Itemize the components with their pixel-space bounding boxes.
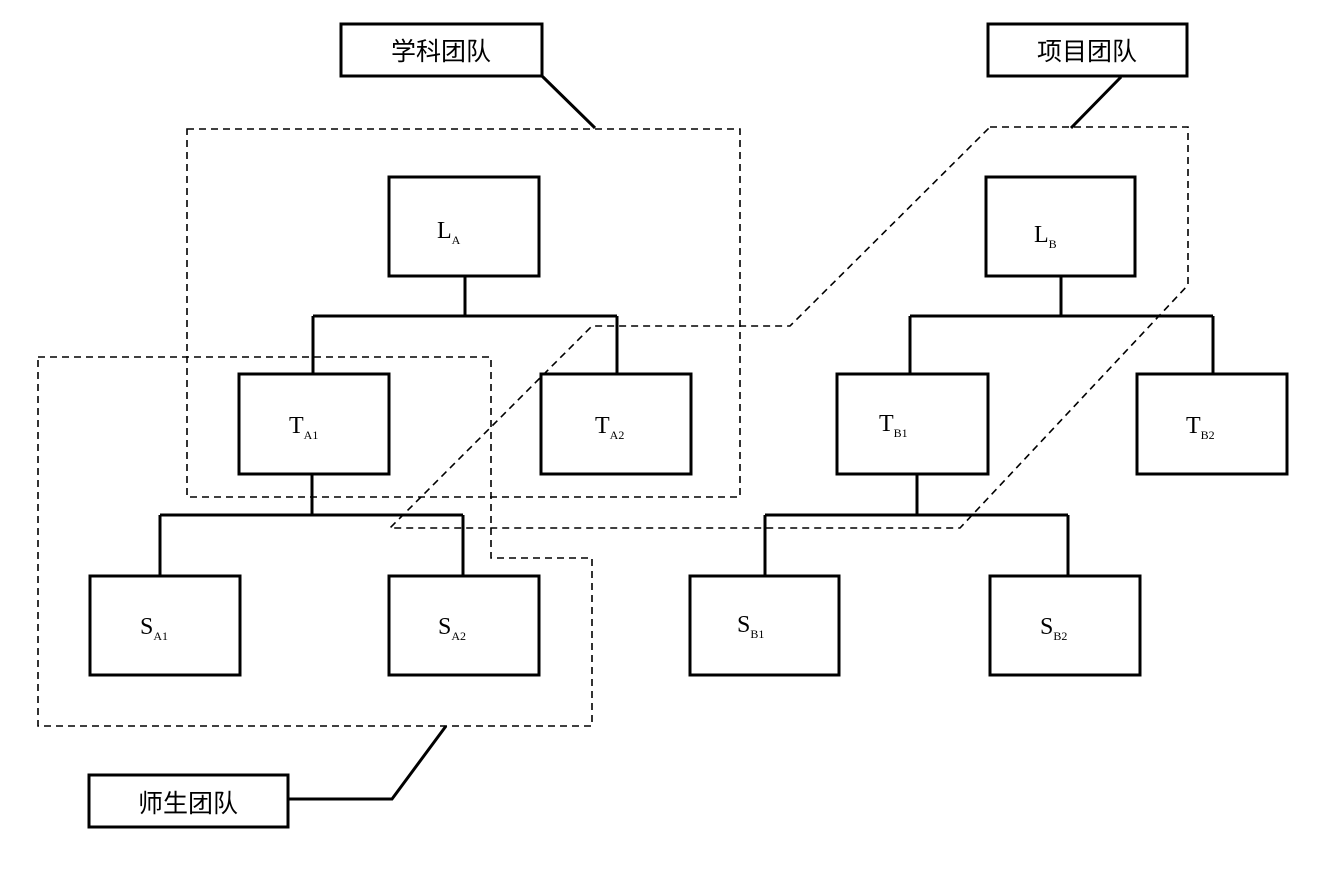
svg-text:SA2: SA2 xyxy=(438,614,466,643)
project-team-text: 项目团队 xyxy=(1037,37,1137,66)
node-sa1-sub: A1 xyxy=(153,629,168,643)
node-sb2-main: S xyxy=(1040,614,1053,640)
svg-text:LA: LA xyxy=(437,218,461,247)
discipline-callout-line xyxy=(540,74,597,130)
discipline-team-label: 学科团队 xyxy=(339,22,544,78)
node-la-sub: A xyxy=(452,233,461,247)
project-team-region xyxy=(388,126,1189,529)
svg-text:SB1: SB1 xyxy=(737,612,764,641)
mentor-team-label: 师生团队 xyxy=(87,773,290,829)
node-tb2-sub: B2 xyxy=(1201,428,1215,442)
node-sb1-main: S xyxy=(737,612,750,638)
project-team-label: 项目团队 xyxy=(986,22,1189,78)
mentor-team-region xyxy=(37,356,593,727)
project-callout-line xyxy=(1069,75,1123,130)
discipline-team-region xyxy=(186,128,741,498)
node-la: LA xyxy=(387,175,541,278)
node-tb2: TB2 xyxy=(1135,372,1289,476)
tree-connectors-a xyxy=(158,276,619,576)
node-tb1: TB1 xyxy=(835,372,990,476)
node-lb-main: L xyxy=(1034,222,1049,248)
tree-connectors-b xyxy=(763,276,1215,576)
node-sb1: SB1 xyxy=(688,574,841,677)
node-ta1-main: T xyxy=(289,413,304,439)
node-tb1-sub: B1 xyxy=(894,426,908,440)
node-sb1-sub: B1 xyxy=(750,627,764,641)
node-sb2: SB2 xyxy=(988,574,1142,677)
node-sa1: SA1 xyxy=(88,574,242,677)
svg-text:TB2: TB2 xyxy=(1186,413,1215,442)
svg-text:SA1: SA1 xyxy=(140,614,168,643)
node-sb2-sub: B2 xyxy=(1053,629,1067,643)
node-ta1: TA1 xyxy=(237,372,391,476)
svg-text:TA2: TA2 xyxy=(595,413,624,442)
node-ta2-main: T xyxy=(595,413,610,439)
node-sa2-sub: A2 xyxy=(451,629,466,643)
mentor-team-text: 师生团队 xyxy=(138,789,238,818)
svg-text:LB: LB xyxy=(1034,222,1057,251)
svg-text:TA1: TA1 xyxy=(289,413,318,442)
mentor-callout-line xyxy=(288,725,448,801)
node-tb2-main: T xyxy=(1186,413,1201,439)
node-tb1-main: T xyxy=(879,411,894,437)
node-sa2: SA2 xyxy=(387,574,541,677)
node-ta2-sub: A2 xyxy=(610,428,625,442)
discipline-team-text: 学科团队 xyxy=(391,37,491,66)
node-lb-sub: B xyxy=(1049,237,1057,251)
svg-text:SB2: SB2 xyxy=(1040,614,1067,643)
node-lb: LB xyxy=(984,175,1137,278)
node-ta2: TA2 xyxy=(539,372,693,476)
svg-text:TB1: TB1 xyxy=(879,411,908,440)
node-ta1-sub: A1 xyxy=(304,428,319,442)
node-la-main: L xyxy=(437,218,452,244)
node-sa1-main: S xyxy=(140,614,153,640)
node-sa2-main: S xyxy=(438,614,451,640)
